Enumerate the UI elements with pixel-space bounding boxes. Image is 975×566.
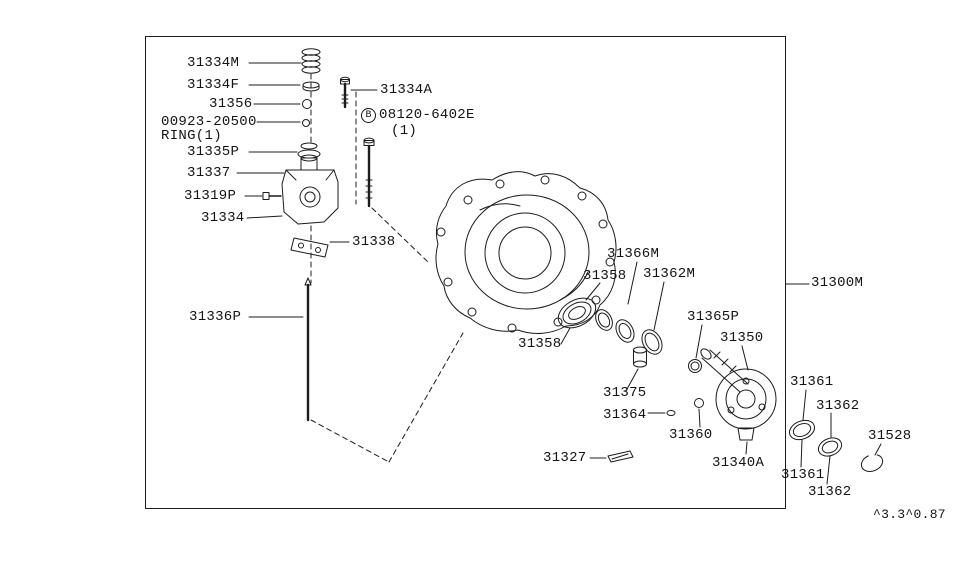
callout-31365P: 31365P: [687, 309, 740, 325]
callout-31366M: 31366M: [607, 246, 660, 262]
callout-31350: 31350: [720, 330, 764, 346]
bearing-31358: [557, 297, 597, 329]
callout-31356: 31356: [209, 96, 253, 112]
circled-b-symbol: B: [361, 107, 376, 123]
callout-31362-lower: 31362: [808, 484, 852, 500]
callout-31358-lower: 31358: [518, 336, 562, 352]
sheet-code: ^3.3^0.87: [873, 507, 946, 522]
callout-31334M: 31334M: [187, 55, 240, 71]
bolt-31319P: [262, 192, 282, 200]
ring-stack: [595, 309, 663, 355]
callout-31528: 31528: [868, 428, 912, 444]
callout-31334A: 31334A: [380, 82, 433, 98]
c-ring-31528: [860, 454, 884, 472]
callout-31361-lower: 31361: [781, 467, 825, 483]
sleeve-31375: [633, 346, 647, 368]
callout-31337: 31337: [187, 165, 231, 181]
pin-31364: [666, 410, 676, 416]
clip-31327: [607, 450, 634, 463]
callout-31327: 31327: [543, 450, 587, 466]
callout-31319P: 31319P: [184, 188, 237, 204]
callout-31364: 31364: [603, 407, 647, 423]
coil-spring: [301, 48, 321, 74]
bolt-b-08120: [363, 137, 375, 208]
servo-body: [281, 154, 339, 225]
callout-31375: 31375: [603, 385, 647, 401]
callout-31361-upper: 31361: [790, 374, 834, 390]
callout-ring-qty: RING(1): [161, 128, 222, 144]
callout-31358-upper: 31358: [583, 268, 627, 284]
callout-31300M: 31300M: [811, 275, 864, 291]
ball-31360: [694, 398, 704, 408]
snap-ring-00923: [302, 119, 310, 127]
callout-31334F: 31334F: [187, 77, 240, 93]
seal-rings-31335P: [297, 142, 321, 159]
bolt-31334A: [340, 76, 350, 109]
ring-31356: [302, 99, 312, 109]
callout-31362M: 31362M: [643, 266, 696, 282]
bolt-b-part-number: 08120-6402E: [379, 107, 475, 123]
callout-31336P: 31336P: [189, 309, 242, 325]
anchor-rod-31336P: [304, 277, 312, 422]
callout-31362-upper: 31362: [816, 398, 860, 414]
callout-31334: 31334: [201, 210, 245, 226]
callout-00923-20500: 00923-20500: [161, 114, 257, 130]
diagram-frame: [145, 36, 786, 509]
bracket-31338: [290, 237, 329, 258]
o-ring-31365P: [688, 359, 702, 373]
output-rings: [788, 419, 843, 457]
callout-31360: 31360: [669, 427, 713, 443]
governor-assembly: [700, 348, 777, 441]
callout-bolt-b-qty: (1): [391, 123, 418, 139]
callout-31338: 31338: [352, 234, 396, 250]
centerlines: [310, 73, 464, 463]
leader-lines: [236, 62, 882, 485]
transaxle-case: [435, 171, 617, 334]
callout-31335P: 31335P: [187, 144, 240, 160]
washer: [302, 81, 320, 92]
callout-bolt-b: B 08120-6402E: [361, 107, 475, 123]
callout-31340A: 31340A: [712, 455, 765, 471]
